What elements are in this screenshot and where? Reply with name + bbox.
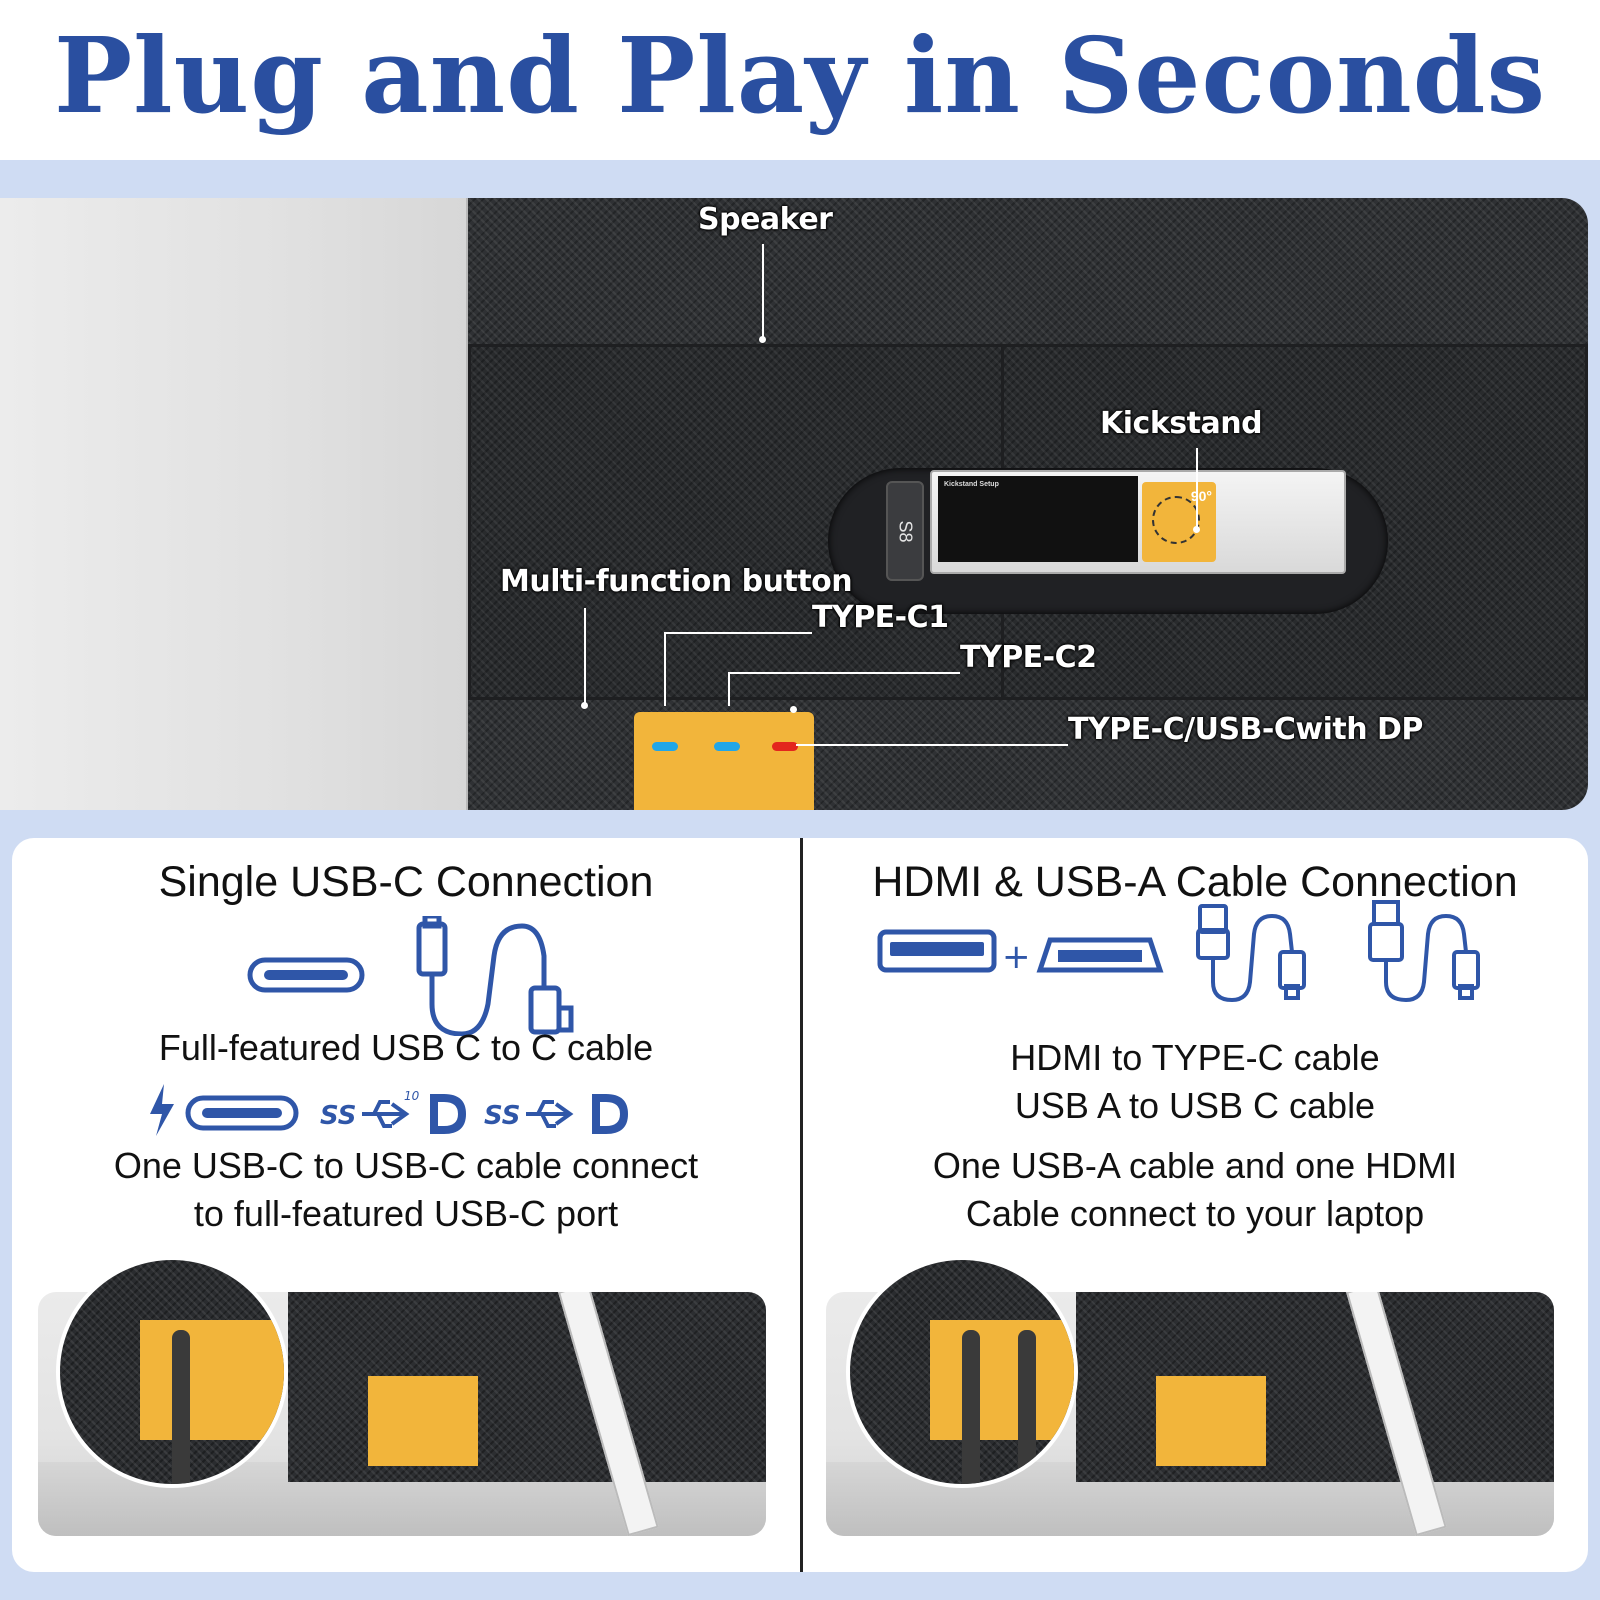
callout-type-c2-vline xyxy=(728,672,730,706)
callout-kickstand: Kickstand xyxy=(1100,406,1263,441)
displayport-icon xyxy=(430,1094,466,1134)
angle-value: 90° xyxy=(1190,488,1212,504)
connection-panels: Single USB-C Connection Full-featured US… xyxy=(12,838,1588,1572)
plus-sign: + xyxy=(1002,937,1031,977)
description-line-1: One USB-C to USB-C cable connect xyxy=(113,1145,699,1186)
bolt-icon xyxy=(150,1084,174,1136)
panel-title: Single USB-C Connection xyxy=(158,858,654,906)
usb-a-to-c-cable-icon xyxy=(1196,904,1306,1003)
page-title: Plug and Play in Seconds xyxy=(53,14,1547,137)
panel-single-usb-c: Single USB-C Connection Full-featured US… xyxy=(12,838,800,1572)
speed-badge: 10 xyxy=(404,1089,420,1103)
caption-line-1: HDMI to TYPE-C cable xyxy=(1010,1037,1380,1078)
callout-type-c-dp-line xyxy=(796,744,1068,746)
callout-type-c1: TYPE-C1 xyxy=(812,600,949,635)
feature-icons-row: SS 10 SS xyxy=(150,1084,628,1136)
port-label-plate xyxy=(1156,1376,1266,1466)
callout-type-c2-hline xyxy=(728,672,960,674)
callout-speaker-dot xyxy=(759,336,766,343)
usb-c-port-icon xyxy=(185,1095,299,1131)
product-diagram: S8 Kickstand Setup 90° Speaker Kickstand… xyxy=(0,198,1588,810)
kickstand-knob: S8 xyxy=(886,481,924,581)
knob-label: S8 xyxy=(895,519,916,543)
callout-type-c-dp-dot xyxy=(790,706,797,713)
port-label-plate xyxy=(368,1376,478,1466)
laptop-lid xyxy=(0,198,470,810)
cable-caption: Full-featured USB C to C cable xyxy=(158,1027,654,1068)
kickstand-bar: Kickstand Setup 90° xyxy=(930,470,1346,574)
usb-a-port-icon xyxy=(877,929,997,973)
usb-cable xyxy=(962,1330,980,1484)
usb-c-setup-photo xyxy=(38,1292,766,1536)
panel-title: HDMI & USB-A Cable Connection xyxy=(872,858,1518,906)
callout-multi-function-dot xyxy=(581,702,588,709)
usb-c-cable-icon xyxy=(416,916,574,1036)
hdmi-port-icon xyxy=(1036,937,1164,973)
usb-c-port-icon xyxy=(247,957,365,993)
angle-arc-icon xyxy=(1152,496,1200,544)
port-c3-marker xyxy=(772,742,798,751)
callout-type-c1-vline xyxy=(664,632,666,706)
callout-type-c1-hline xyxy=(664,632,812,634)
callout-speaker-line xyxy=(762,244,764,338)
hdmi-to-c-cable-icon xyxy=(1368,900,1480,1003)
hdmi-cable xyxy=(1018,1330,1036,1484)
port-c2-marker xyxy=(714,742,740,751)
ss-label: SS xyxy=(484,1101,521,1131)
panel-divider xyxy=(800,838,803,1572)
monitor-back: S8 Kickstand Setup 90° xyxy=(468,198,1588,810)
kickstand-angle-graphic: 90° xyxy=(1142,482,1216,562)
port-label-plate xyxy=(140,1320,284,1440)
port-c1-marker xyxy=(652,742,678,751)
description-line-2: to full-featured USB-C port xyxy=(193,1193,619,1234)
hdmi-usb-icons-row: + xyxy=(877,900,1480,1003)
callout-kickstand-line xyxy=(1196,448,1198,528)
ss-label: SS xyxy=(320,1101,357,1131)
displayport-icon xyxy=(592,1094,628,1134)
callout-multi-function-line xyxy=(584,608,586,704)
usb-c-cable xyxy=(172,1330,190,1484)
superspeed-usb-icon: SS xyxy=(484,1100,574,1131)
monitor-back xyxy=(288,1292,766,1482)
caption-line-2: USB A to USB C cable xyxy=(1014,1085,1376,1126)
port-label-plate xyxy=(930,1320,1074,1440)
kickstand-setup-title: Kickstand Setup xyxy=(944,481,999,488)
description-line-1: One USB-A cable and one HDMI xyxy=(932,1145,1458,1186)
callout-type-c-dp: TYPE-C/USB-Cwith DP xyxy=(1068,712,1423,747)
monitor-back xyxy=(1076,1292,1554,1482)
callout-kickstand-dot xyxy=(1193,526,1200,533)
callout-speaker: Speaker xyxy=(698,202,833,237)
callout-multi-function: Multi-function button xyxy=(500,564,853,599)
panel-hdmi-usb-a: HDMI & USB-A Cable Connection + xyxy=(802,838,1588,1572)
usb-c-icons-row xyxy=(247,916,574,1036)
superspeed-usb-icon: SS 10 xyxy=(320,1089,420,1131)
port-zoom-inset xyxy=(846,1256,1078,1488)
kickstand-setup-label: Kickstand Setup xyxy=(938,476,1138,562)
callout-type-c2: TYPE-C2 xyxy=(960,640,1097,675)
header-banner: Plug and Play in Seconds xyxy=(0,0,1600,160)
description-line-2: Cable connect to your laptop xyxy=(965,1193,1425,1234)
port-zoom-inset xyxy=(56,1256,288,1488)
port-label-plate xyxy=(634,712,814,810)
hdmi-usb-setup-photo xyxy=(826,1292,1554,1536)
